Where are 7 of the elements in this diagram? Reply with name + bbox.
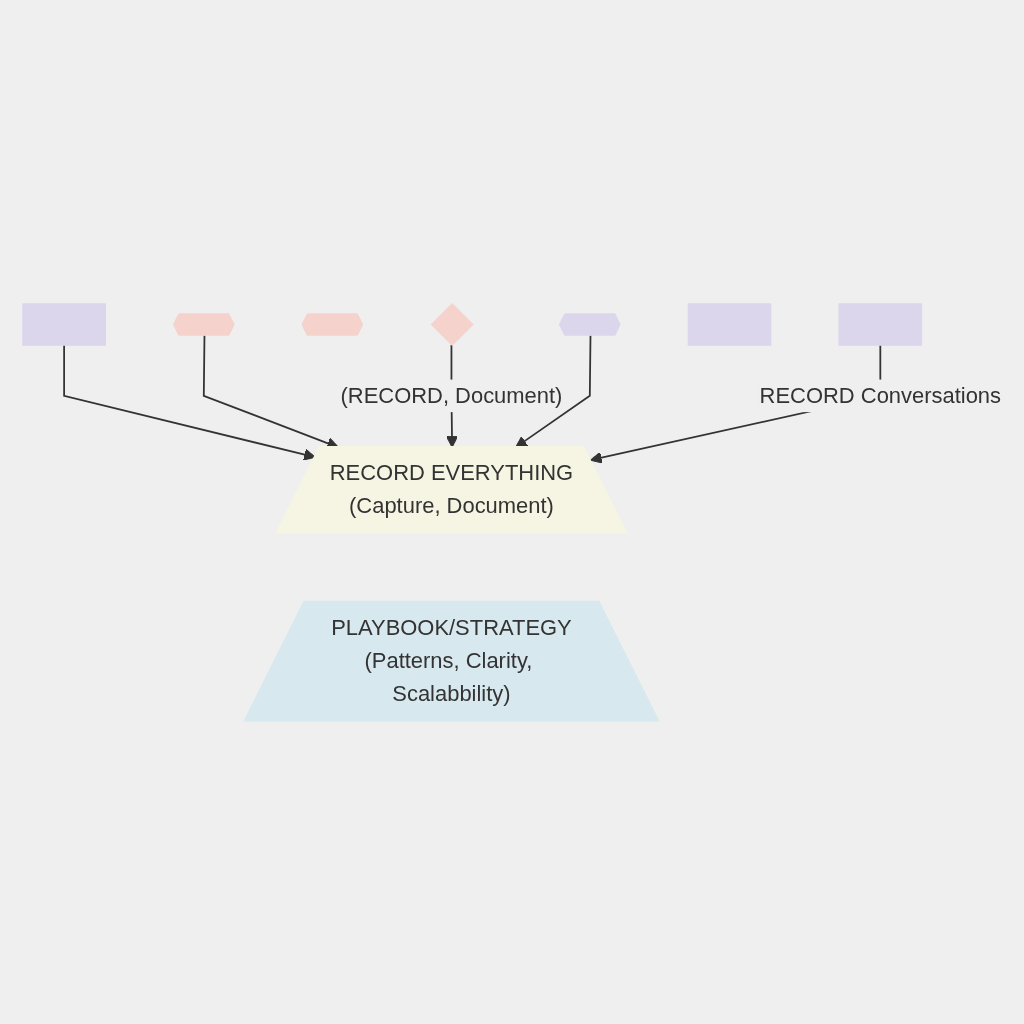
arrow — [63, 343, 316, 461]
node-box — [22, 302, 106, 346]
node-box — [838, 302, 923, 346]
node-box — [687, 302, 772, 346]
edge-label: (RECORD, Document) — [340, 383, 563, 407]
node-diamond — [430, 302, 474, 346]
edge-label: RECORD Conversations — [759, 383, 1002, 407]
